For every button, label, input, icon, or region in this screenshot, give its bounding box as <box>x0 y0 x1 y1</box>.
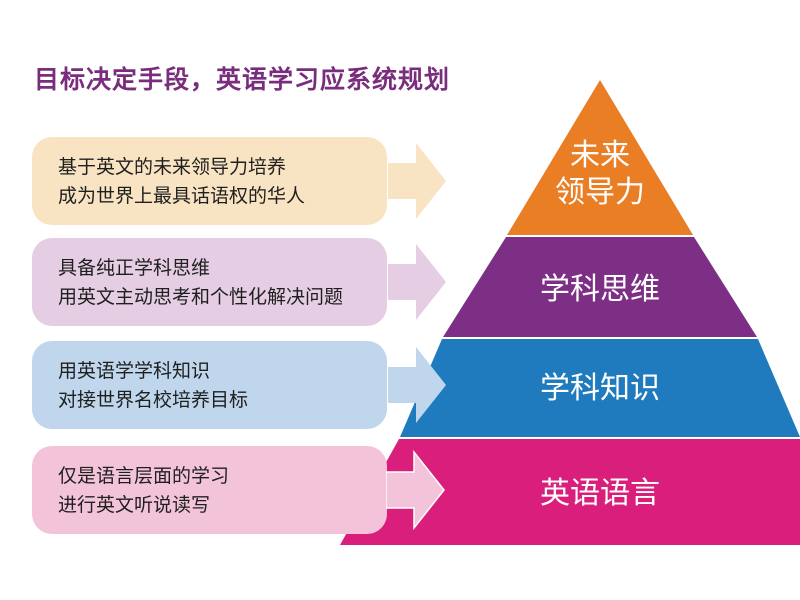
description-box-subject-knowledge: 用英语学学科知识 对接世界名校培养目标 <box>32 341 387 429</box>
arrow-right-icon <box>386 449 445 531</box>
description-english-language-line1: 仅是语言层面的学习 <box>58 465 230 487</box>
pyramid-layer-subject-thinking <box>443 237 757 337</box>
arrow-right-icon <box>388 347 446 423</box>
description-subject-knowledge-line1: 用英语学学科知识 <box>58 360 211 382</box>
description-box-subject-thinking: 具备纯正学科思维 用英文主动思考和个性化解决问题 <box>32 238 387 326</box>
pyramid-layer-leadership <box>507 80 693 235</box>
pyramid-layer-english-language <box>340 439 800 545</box>
pyramid-layer-subject-knowledge <box>400 339 800 437</box>
arrow-right-icon <box>388 244 446 320</box>
pyramid-label-subject-thinking: 学科思维 <box>540 272 660 307</box>
description-leadership-line2: 成为世界上最具话语权的华人 <box>58 185 306 207</box>
description-leadership-line1: 基于英文的未来领导力培养 <box>58 156 287 178</box>
description-english-language-line2: 进行英文听说读写 <box>58 494 211 516</box>
page-title: 目标决定手段，英语学习应系统规划 <box>34 65 451 94</box>
pyramid-label-subject-knowledge: 学科知识 <box>540 371 660 406</box>
pyramid-label-english-language: 英语语言 <box>540 476 660 511</box>
pyramid-label-leadership-line2: 领导力 <box>555 175 645 210</box>
arrow-right-icon <box>388 143 446 219</box>
description-subject-thinking-line1: 具备纯正学科思维 <box>58 257 211 279</box>
pyramid-label-leadership-line1: 未来 <box>570 138 630 173</box>
description-subject-knowledge-line2: 对接世界名校培养目标 <box>58 389 249 411</box>
description-box-leadership: 基于英文的未来领导力培养 成为世界上最具话语权的华人 <box>32 137 387 225</box>
description-box-english-language: 仅是语言层面的学习 进行英文听说读写 <box>32 446 387 534</box>
description-subject-thinking-line2: 用英文主动思考和个性化解决问题 <box>58 286 344 308</box>
